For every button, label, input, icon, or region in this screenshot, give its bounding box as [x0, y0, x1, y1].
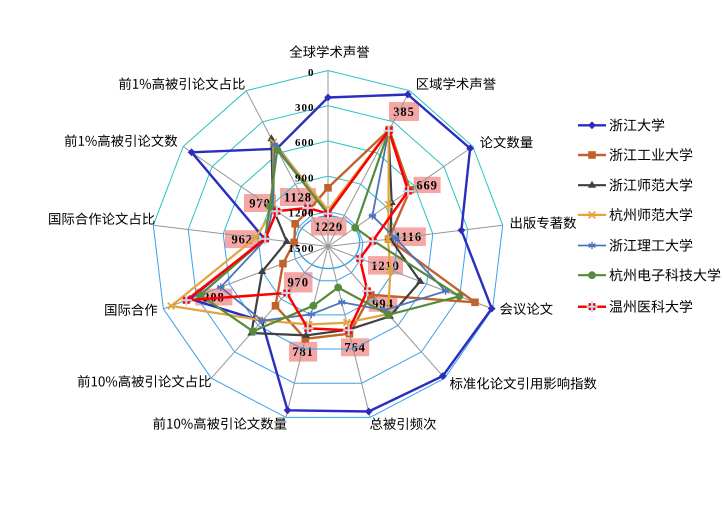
svg-text:669: 669: [416, 178, 437, 192]
svg-text:962: 962: [231, 233, 252, 247]
svg-text:1500: 1500: [289, 243, 315, 255]
svg-text:970: 970: [287, 276, 308, 290]
svg-text:764: 764: [344, 341, 365, 355]
svg-text:1128: 1128: [284, 190, 312, 204]
svg-text:385: 385: [393, 105, 414, 119]
svg-text:1200: 1200: [289, 208, 315, 220]
svg-text:300: 300: [295, 102, 315, 114]
svg-text:600: 600: [295, 137, 315, 149]
svg-text:970: 970: [249, 196, 270, 210]
svg-text:900: 900: [295, 172, 315, 184]
svg-text:0: 0: [308, 67, 315, 79]
